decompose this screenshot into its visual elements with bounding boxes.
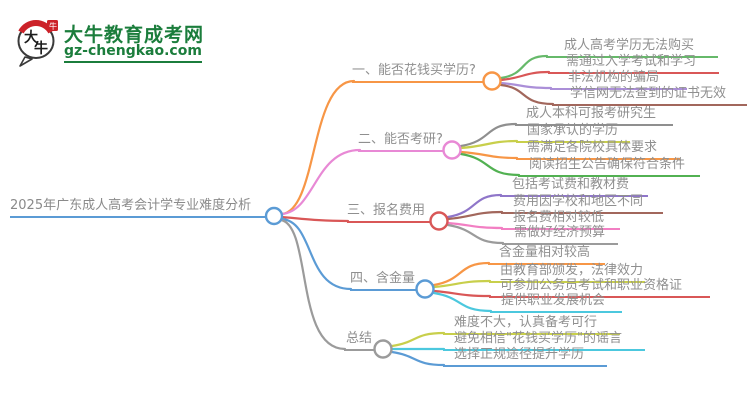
leaf-label-4-4[interactable]: 提供职业发展机会 bbox=[490, 293, 622, 313]
leaf-label-1-2[interactable]: 需通过入学考试和学习 bbox=[548, 54, 719, 74]
branch-circle-3[interactable] bbox=[429, 211, 449, 231]
leaf-label-5-1[interactable]: 难度不大，认真备考可行 bbox=[443, 315, 620, 335]
branch-curve-4 bbox=[280, 217, 353, 291]
leaf-curve-4-3 bbox=[432, 289, 492, 298]
mindmap-root-label[interactable]: 2025年广东成人高考会计学专业难度分析 bbox=[10, 198, 266, 218]
leaf-label-1-4[interactable]: 学信网无法查到的证书无效 bbox=[552, 86, 747, 106]
branch-circle-1[interactable] bbox=[482, 71, 502, 91]
svg-text:大: 大 bbox=[24, 29, 38, 46]
leaf-curve-1-2 bbox=[499, 70, 551, 82]
leaf-label-3-1[interactable]: 包括考试费和教材费 bbox=[500, 177, 648, 197]
leaf-curve-4-2 bbox=[432, 279, 492, 289]
leaf-label-2-4[interactable]: 阅读招生公告确保符合条件 bbox=[518, 157, 700, 177]
root-circle[interactable] bbox=[264, 206, 284, 226]
leaf-label-3-3[interactable]: 报名费相对较低 bbox=[501, 210, 620, 230]
leaf-label-5-2[interactable]: 避免相信"花钱买学历"的谣言 bbox=[443, 331, 645, 351]
leaf-label-3-4[interactable]: 需做好经济预算 bbox=[502, 225, 618, 245]
site-domain: gz-chengkao.com bbox=[64, 43, 202, 63]
leaf-curve-3-4 bbox=[446, 223, 505, 245]
leaf-label-4-1[interactable]: 含金量相对较高 bbox=[488, 245, 605, 265]
leaf-label-4-2[interactable]: 由教育部颁发，法律效力 bbox=[489, 263, 645, 283]
leaf-label-2-1[interactable]: 成人本科可报考研究生 bbox=[515, 106, 673, 126]
leaf-curve-3-3 bbox=[446, 221, 504, 230]
leaf-curve-2-1 bbox=[459, 122, 518, 148]
leaf-curve-1-3 bbox=[499, 81, 553, 90]
leaf-curve-5-1 bbox=[390, 331, 446, 348]
leaf-label-5-3[interactable]: 选择正规途径提升学历 bbox=[443, 347, 607, 367]
branch-label-1[interactable]: 一、能否花钱买学历? bbox=[352, 63, 484, 83]
branch-label-5[interactable]: 总结 bbox=[344, 331, 375, 351]
branch-circle-5[interactable] bbox=[373, 339, 393, 359]
leaf-curve-2-4 bbox=[459, 152, 521, 177]
branch-label-3[interactable]: 三、报名费用 bbox=[347, 203, 431, 223]
branch-label-2[interactable]: 二、能否考研? bbox=[358, 132, 444, 152]
leaf-curve-3-2 bbox=[446, 210, 504, 221]
branch-curve-5 bbox=[279, 218, 347, 351]
branch-circle-4[interactable] bbox=[415, 279, 435, 299]
leaf-curve-2-3 bbox=[459, 150, 519, 160]
svg-text:牛: 牛 bbox=[49, 21, 57, 31]
leaf-curve-4-1 bbox=[432, 261, 491, 287]
logo-bull-mark-icon: 大 牛 牛 bbox=[17, 20, 58, 67]
leaf-label-1-3[interactable]: 非法机构的骗局 bbox=[550, 70, 687, 90]
branch-curve-1 bbox=[280, 79, 356, 216]
site-name: 大牛教育成考网 bbox=[64, 24, 205, 46]
leaf-label-2-2[interactable]: 国家承认的学历 bbox=[516, 123, 630, 143]
branch-label-4[interactable]: 四、含金量 bbox=[350, 271, 417, 291]
leaf-curve-4-4 bbox=[432, 291, 493, 313]
leaf-curve-1-1 bbox=[499, 54, 549, 80]
site-logo[interactable]: 大 牛 牛 大牛教育成考网 gz-chengkao.com bbox=[12, 12, 222, 68]
leaf-label-3-2[interactable]: 费用因学校和地区不同 bbox=[501, 194, 663, 214]
leaf-label-1-1[interactable]: 成人高考学历无法购买 bbox=[546, 38, 718, 58]
leaf-label-2-3[interactable]: 需满足各院校具体要求 bbox=[516, 140, 680, 160]
branch-curve-2 bbox=[280, 148, 362, 216]
branch-circle-2[interactable] bbox=[442, 140, 462, 160]
leaf-curve-2-2 bbox=[459, 139, 519, 150]
leaf-curve-1-4 bbox=[499, 83, 555, 106]
branch-curve-3 bbox=[280, 215, 350, 223]
leaf-curve-3-1 bbox=[446, 193, 503, 219]
leaf-label-4-3[interactable]: 可参加公务员考试和职业资格证 bbox=[489, 278, 710, 298]
svg-text:牛: 牛 bbox=[34, 40, 48, 57]
leaf-curve-5-3 bbox=[390, 350, 446, 367]
